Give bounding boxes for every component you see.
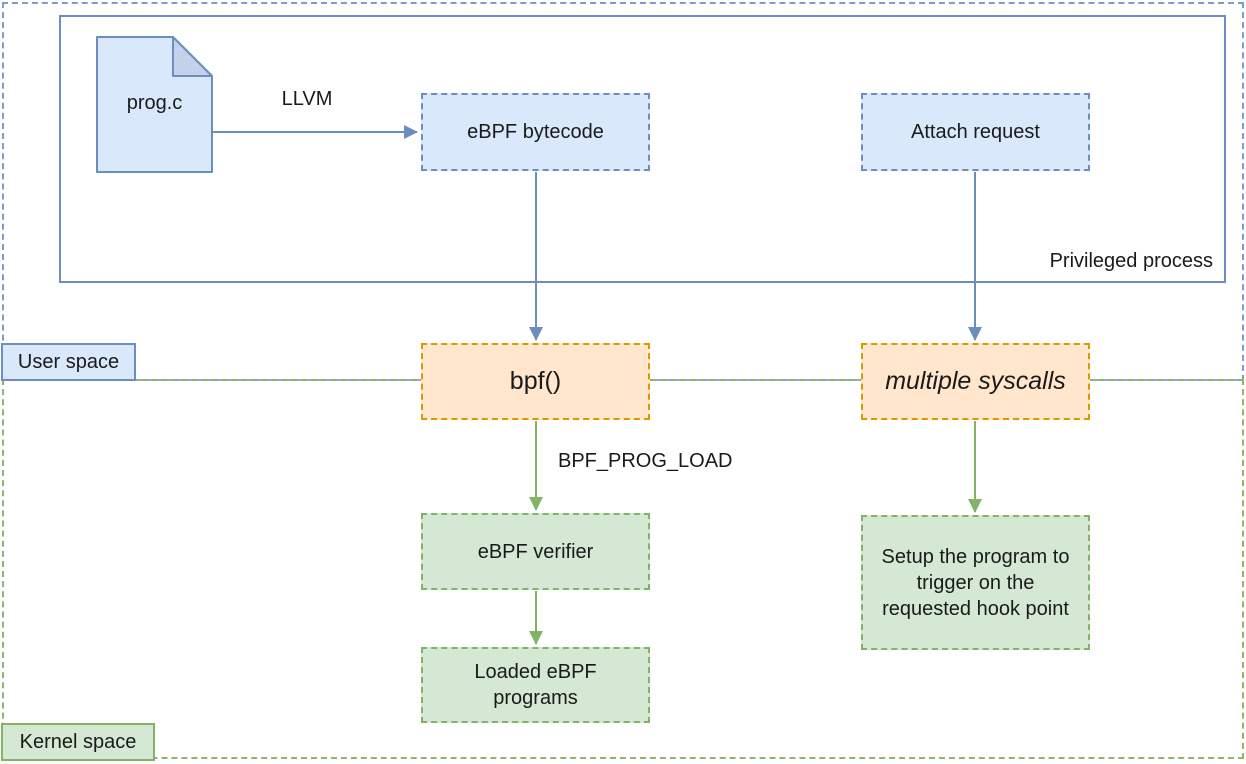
privileged-process-container <box>59 15 1226 283</box>
node-multiple-syscalls-label: multiple syscalls <box>885 367 1066 396</box>
node-setup-hook-point-label: Setup the program to trigger on the requ… <box>881 545 1070 620</box>
privileged-process-label: Privileged process <box>1049 250 1213 272</box>
user-space-region-border <box>2 2 1244 381</box>
node-ebpf-verifier-label: eBPF verifier <box>477 540 594 563</box>
kernel-space-tag: Kernel space <box>1 723 155 761</box>
node-bpf-syscall-label: bpf() <box>509 367 562 396</box>
node-ebpf-bytecode-label: eBPF bytecode <box>467 121 604 143</box>
node-bpf-syscall: bpf() <box>421 343 650 420</box>
bpf-prog-load-edge-label: BPF_PROG_LOAD <box>558 450 733 472</box>
node-setup-hook-point: Setup the program to trigger on the requ… <box>861 515 1090 650</box>
llvm-edge-label: LLVM <box>281 88 333 110</box>
node-ebpf-verifier: eBPF verifier <box>421 513 650 590</box>
user-space-tag-label: User space <box>17 350 120 373</box>
node-ebpf-bytecode: eBPF bytecode <box>421 93 650 171</box>
kernel-space-tag-label: Kernel space <box>19 730 137 753</box>
node-attach-request: Attach request <box>861 93 1090 171</box>
node-multiple-syscalls: multiple syscalls <box>861 343 1090 420</box>
node-loaded-ebpf-programs: Loaded eBPF programs <box>421 647 650 723</box>
document-icon <box>96 36 213 173</box>
user-space-tag: User space <box>1 343 136 381</box>
node-attach-request-label: Attach request <box>911 121 1040 143</box>
node-loaded-ebpf-programs-label: Loaded eBPF programs <box>474 661 597 709</box>
node-prog-c-label: prog.c <box>126 92 183 114</box>
